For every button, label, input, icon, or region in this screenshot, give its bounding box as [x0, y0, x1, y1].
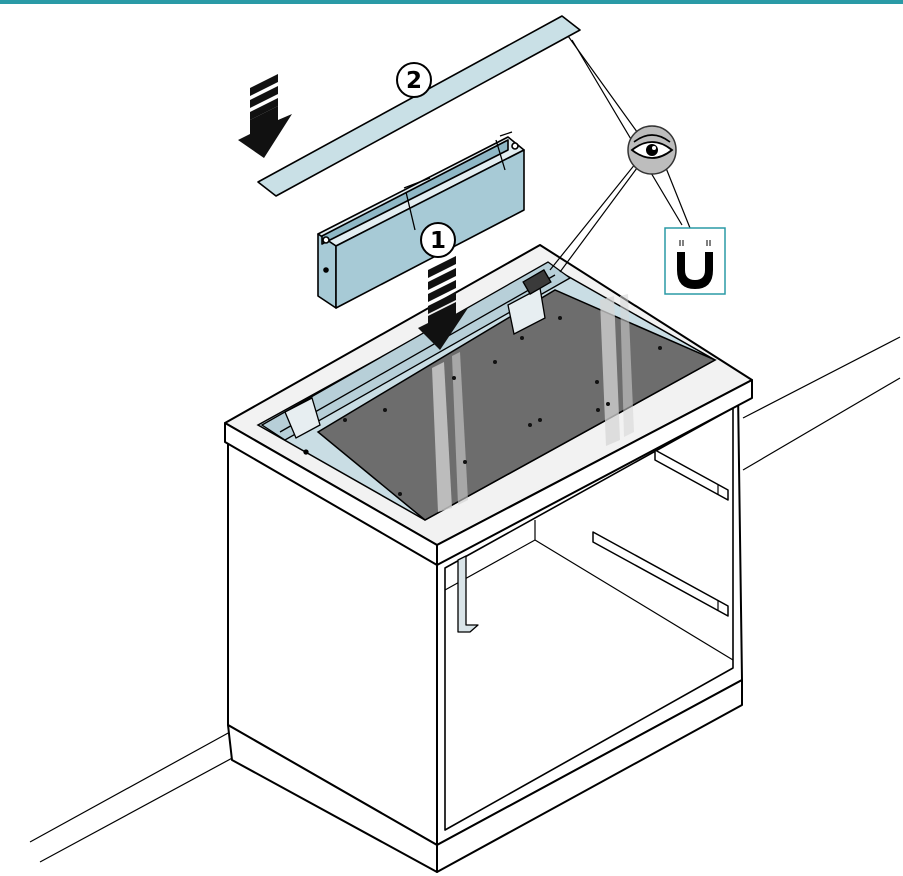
callout-lines — [549, 35, 691, 273]
step-label-1: 1 — [430, 228, 446, 254]
room-lines — [29, 336, 901, 863]
step-label-2: 2 — [406, 68, 422, 94]
induction-hob — [316, 289, 717, 521]
step-badge-1: 1 — [420, 222, 456, 258]
magnet-icon — [664, 227, 726, 295]
down-arrow-2 — [238, 74, 292, 158]
top-accent-bar — [0, 0, 903, 4]
down-arrow-1 — [418, 256, 468, 350]
kitchen-cabinet — [227, 391, 743, 873]
extractor-rail — [260, 261, 572, 455]
cover-strip — [257, 15, 581, 197]
step-badge-2: 2 — [396, 62, 432, 98]
eye-icon — [627, 125, 677, 175]
